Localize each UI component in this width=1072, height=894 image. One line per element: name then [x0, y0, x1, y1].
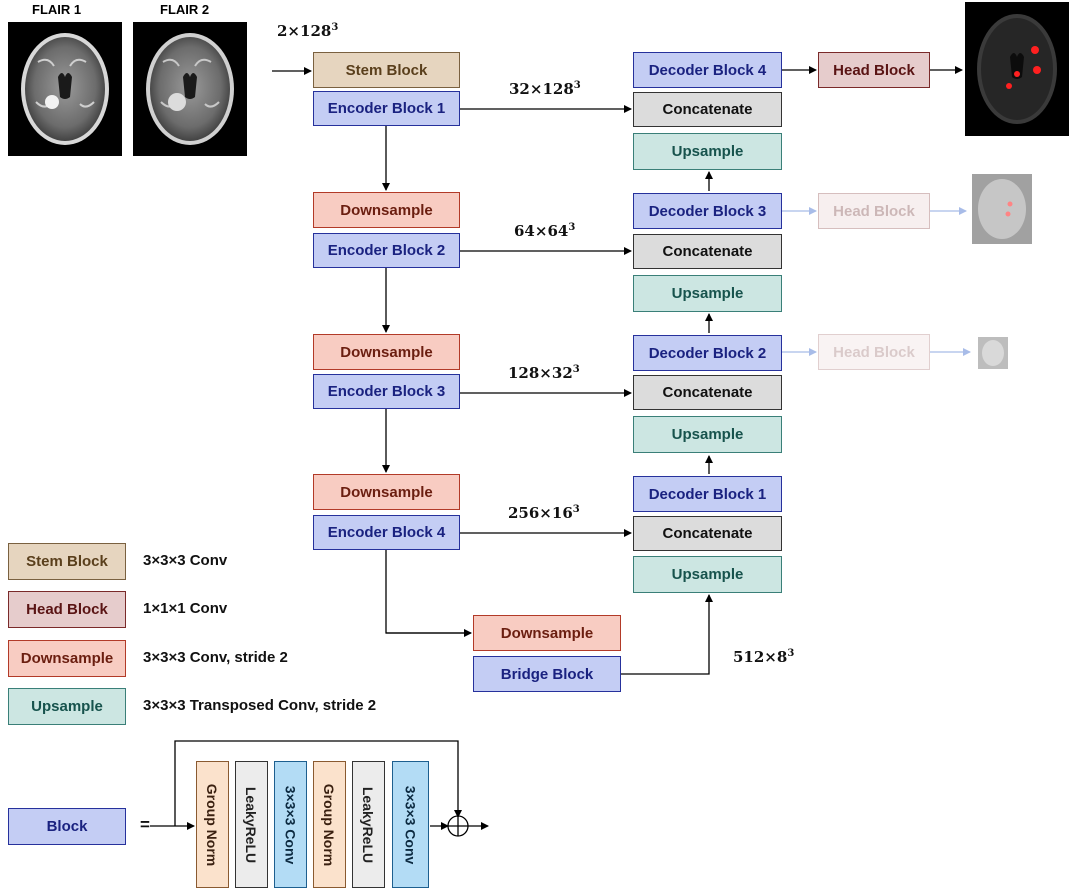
head-block-deep-supervision-1: Head Block	[818, 193, 930, 229]
conv-layer-2: 3×3×3 Conv	[392, 761, 429, 888]
concatenate-block-2: Concatenate	[633, 234, 782, 269]
decoder-block-1: Decoder Block 1	[633, 476, 782, 512]
legend-upsample-swatch: Upsample	[8, 688, 126, 725]
downsample-block-4: Downsample	[473, 615, 621, 651]
dim-level1: 32×1283	[509, 80, 581, 98]
output-mid-image	[972, 174, 1032, 244]
upsample-block-4: Upsample	[633, 133, 782, 170]
upsample-block-3: Upsample	[633, 275, 782, 312]
concatenate-block-4: Concatenate	[633, 516, 782, 551]
encoder-block-3: Encoder Block 3	[313, 374, 460, 409]
legend-head-swatch: Head Block	[8, 591, 126, 628]
leaky-relu-layer-2: LeakyReLU	[352, 761, 385, 888]
decoder-block-4: Decoder Block 4	[633, 52, 782, 88]
legend-head-desc: 1×1×1 Conv	[143, 600, 228, 617]
encoder-block-1: Encoder Block 1	[313, 91, 460, 126]
block-equals-sign: =	[140, 815, 150, 834]
concatenate-block-1: Concatenate	[633, 92, 782, 127]
legend-stem-swatch: Stem Block	[8, 543, 126, 580]
output-segmentation-image	[965, 2, 1069, 136]
upsample-block-2: Upsample	[633, 416, 782, 453]
stem-block: Stem Block	[313, 52, 460, 88]
dim-level3: 128×323	[508, 364, 580, 382]
upsample-block-1: Upsample	[633, 556, 782, 593]
legend-downsample-swatch: Downsample	[8, 640, 126, 677]
dim-bridge: 512×83	[733, 648, 795, 666]
legend-block-swatch: Block	[8, 808, 126, 845]
legend-downsample-desc: 3×3×3 Conv, stride 2	[143, 649, 288, 666]
dim-level4: 256×163	[508, 504, 580, 522]
head-block-deep-supervision-2: Head Block	[818, 334, 930, 370]
head-block: Head Block	[818, 52, 930, 88]
leaky-relu-layer-1: LeakyReLU	[235, 761, 268, 888]
encoder-block-2: Encoder Block 2	[313, 233, 460, 268]
flair2-image	[133, 22, 247, 156]
flair1-label: FLAIR 1	[32, 2, 82, 17]
legend-stem-desc: 3×3×3 Conv	[143, 552, 228, 569]
output-small-image	[978, 337, 1008, 369]
downsample-block-3: Downsample	[313, 474, 460, 510]
group-norm-layer-2: Group Norm	[313, 761, 346, 888]
dim-level2: 64×643	[514, 222, 576, 240]
encoder-block-4: Encoder Block 4	[313, 515, 460, 550]
flair1-image	[8, 22, 122, 156]
decoder-block-2: Decoder Block 2	[633, 335, 782, 371]
dim-input: 2×1283	[277, 22, 339, 40]
bridge-block: Bridge Block	[473, 656, 621, 692]
concatenate-block-3: Concatenate	[633, 375, 782, 410]
downsample-block-2: Downsample	[313, 334, 460, 370]
legend-upsample-desc: 3×3×3 Transposed Conv, stride 2	[143, 697, 377, 714]
decoder-block-3: Decoder Block 3	[633, 193, 782, 229]
downsample-block-1: Downsample	[313, 192, 460, 228]
flair2-label: FLAIR 2	[160, 2, 210, 17]
conv-layer-1: 3×3×3 Conv	[274, 761, 307, 888]
group-norm-layer-1: Group Norm	[196, 761, 229, 888]
